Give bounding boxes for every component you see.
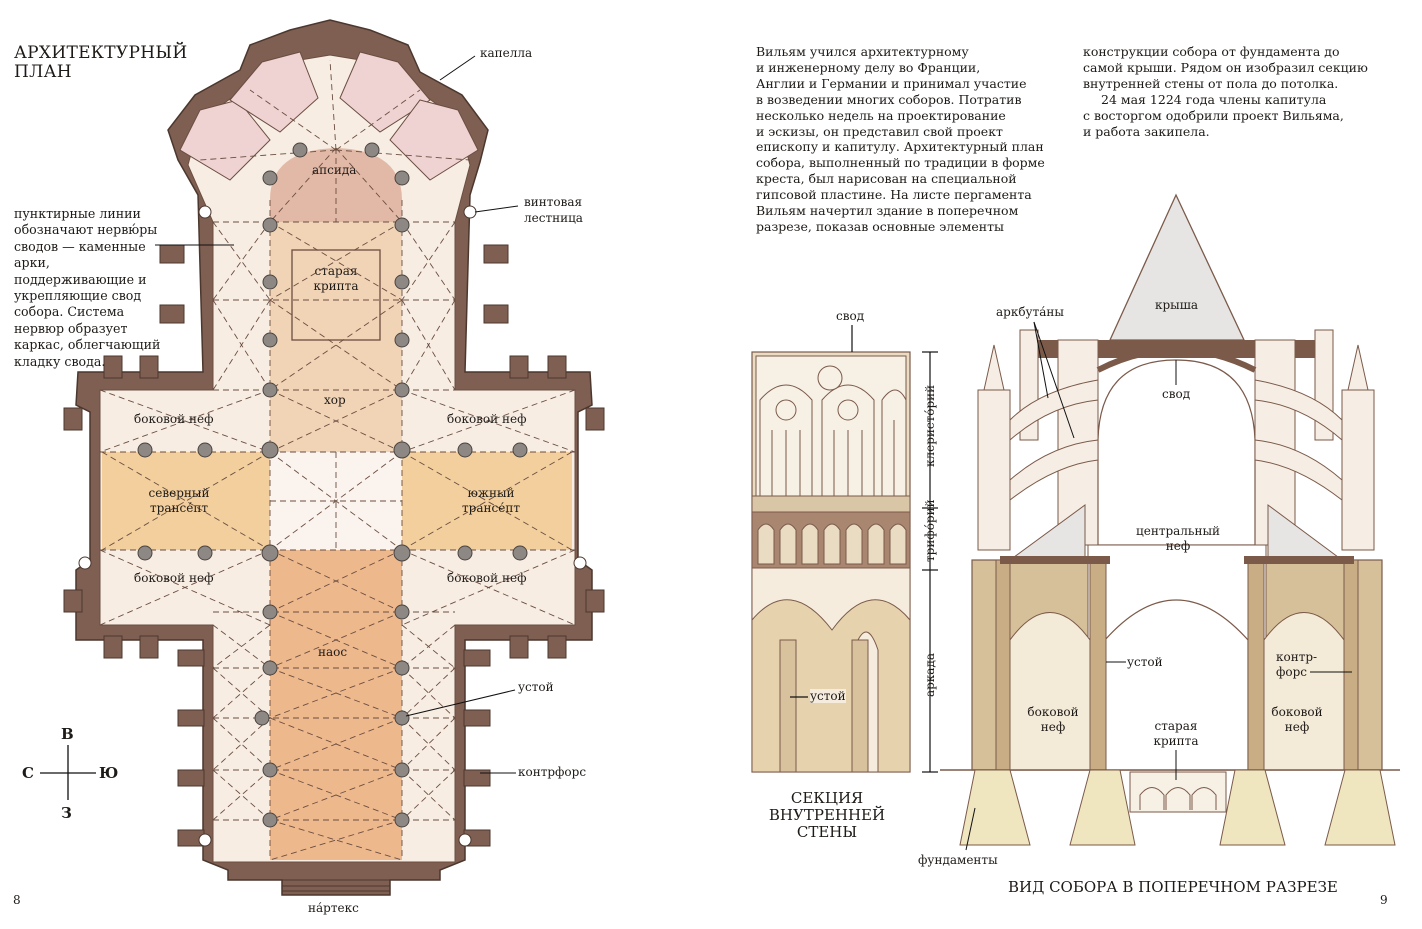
text-col1-line: Вильям начертил здание в поперечном bbox=[756, 203, 1019, 219]
label-side-nave-south-top: боковой неф bbox=[447, 412, 527, 426]
section-label-flying-buttresses: аркбута́ны bbox=[996, 305, 1064, 319]
section-label-buttress: контр- форс bbox=[1276, 650, 1320, 680]
buttress-line-2: форс bbox=[1276, 665, 1308, 679]
wall-caption-line-3: СТЕНЫ bbox=[796, 823, 858, 841]
label-old-crypt-line-1: старая bbox=[314, 264, 358, 278]
text-col1-line: Англии и Германии и принимал участие bbox=[756, 75, 1027, 91]
text-col2-line: 24 мая 1224 года члены капитула bbox=[1101, 91, 1327, 107]
apse-area bbox=[270, 148, 402, 222]
label-south-transept-line-1: южный bbox=[467, 486, 515, 500]
buttress-line-1: контр- bbox=[1276, 650, 1318, 664]
label-pier: устой bbox=[518, 680, 554, 694]
label-old-crypt: старая крипта bbox=[296, 264, 376, 294]
section-label-old-crypt: старая крипта bbox=[1140, 719, 1212, 749]
text-col1-line: разрезе, показав основные элементы bbox=[756, 218, 1004, 234]
text-col1-line: креста, был нарисован на специальной bbox=[756, 171, 1017, 187]
label-side-nave-south-bottom: боковой неф bbox=[447, 571, 527, 585]
section-label-roof: крыша bbox=[1155, 298, 1199, 312]
wall-label-triforium: трифо́рий bbox=[923, 499, 937, 562]
label-north-transept: северный трансе́пт bbox=[132, 486, 226, 516]
compass-east: Ю bbox=[99, 764, 119, 782]
section-old-crypt-line-2: крипта bbox=[1153, 734, 1199, 748]
label-side-nave-north-top: боковой неф bbox=[134, 412, 214, 426]
text-col2-line: и работа закипела. bbox=[1083, 123, 1210, 139]
wall-label-pier: устой bbox=[810, 689, 846, 703]
wall-caption-line-2: ВНУТРЕННЕЙ bbox=[768, 806, 886, 824]
choir-area bbox=[270, 222, 402, 452]
text-col1-line: епископу и капитулу. Архитектурный план bbox=[756, 139, 1044, 155]
wall-label-clerestory: клеристо́рий bbox=[923, 384, 937, 467]
section-old-crypt-line-1: старая bbox=[1154, 719, 1198, 733]
label-north-transept-line-2: трансе́пт bbox=[150, 501, 208, 515]
label-narthex: на́ртекс bbox=[308, 901, 359, 915]
text-col2-line: конструкции собора от фундамента до bbox=[1083, 44, 1340, 59]
compass-west: С bbox=[22, 764, 34, 782]
compass-south: З bbox=[61, 804, 72, 822]
text-col1-line: Вильям учился архитектурному bbox=[756, 44, 969, 59]
pier-dots bbox=[137, 142, 528, 828]
wall-section-caption: СЕКЦИЯ ВНУТРЕННЕЙ СТЕНЫ bbox=[752, 790, 902, 841]
cross-section-caption: ВИД СОБОРА В ПОПЕРЕЧНОМ РАЗРЕЗЕ bbox=[1008, 878, 1338, 896]
compass-north: В bbox=[61, 725, 74, 743]
text-col2-line: с восторгом одобрили проект Вильяма, bbox=[1083, 107, 1344, 123]
text-col2-line: внутренней стены от пола до потолка. bbox=[1083, 75, 1339, 91]
page-number-left: 8 bbox=[13, 893, 21, 907]
plan-title: АРХИТЕКТУРНЫЙ ПЛАН bbox=[14, 44, 204, 82]
section-label-side-nave-right: боковой неф bbox=[1268, 705, 1326, 735]
text-column-1: Вильям учился архитектурному и инженерно… bbox=[756, 44, 1045, 235]
label-choir: хор bbox=[324, 393, 346, 407]
text-col1-line: и эскизы, он представил свой проект bbox=[756, 123, 1003, 139]
page-number-right: 9 bbox=[1380, 893, 1388, 907]
label-spiral-stair-line-1: винтовая bbox=[524, 195, 583, 209]
inner-wall-section-drawing bbox=[751, 325, 938, 773]
text-col1-line: гипсовой пластине. На листе пергамента bbox=[756, 187, 1032, 203]
label-old-crypt-line-2: крипта bbox=[313, 279, 359, 293]
central-nave-line-2: неф bbox=[1165, 539, 1191, 553]
text-col2-line: самой крыши. Рядом он изобразил секцию bbox=[1083, 59, 1368, 75]
cathedral-floor-plan bbox=[40, 19, 605, 896]
text-col1-line: собора, выполненный по традиции в форме bbox=[756, 155, 1045, 171]
section-label-foundations: фундаменты bbox=[918, 853, 998, 867]
wall-label-vault: свод bbox=[836, 309, 865, 323]
side-nave-right-line-1: боковой bbox=[1271, 705, 1323, 719]
plan-title-line-2: ПЛАН bbox=[14, 62, 72, 82]
side-nave-left-line-2: неф bbox=[1040, 720, 1066, 734]
section-label-side-nave-left: боковой неф bbox=[1024, 705, 1082, 735]
label-south-transept-line-2: трансе́пт bbox=[462, 501, 520, 515]
label-apse: апсида bbox=[312, 163, 357, 177]
wall-label-arcade: аркада bbox=[923, 652, 937, 698]
text-col1-line: в возведении многих соборов. Потратив bbox=[756, 91, 1022, 107]
plan-title-line-1: АРХИТЕКТУРНЫЙ bbox=[14, 43, 188, 63]
roof-shape bbox=[1108, 193, 1246, 341]
text-col1-line: несколько недель на проектирование bbox=[756, 107, 1006, 123]
side-nave-left-line-1: боковой bbox=[1027, 705, 1079, 719]
label-naos: наос bbox=[318, 645, 348, 659]
text-column-2: конструкции собора от фундамента до само… bbox=[1083, 44, 1368, 139]
label-buttress: контрфорс bbox=[518, 765, 587, 779]
label-spiral-stair-line-2: лестница bbox=[524, 211, 583, 225]
section-label-vault: свод bbox=[1162, 387, 1191, 401]
label-chapel: капелла bbox=[480, 46, 533, 60]
label-spiral-stair: винтовая лестница bbox=[524, 194, 583, 226]
naos-area bbox=[270, 550, 402, 860]
cathedral-cross-section-drawing bbox=[940, 193, 1400, 851]
side-nave-right-line-2: неф bbox=[1284, 720, 1310, 734]
section-label-central-nave: центральный неф bbox=[1128, 524, 1228, 554]
label-south-transept: южный трансе́пт bbox=[444, 486, 538, 516]
central-nave-line-1: центральный bbox=[1136, 524, 1220, 538]
label-side-nave-north-bottom: боковой неф bbox=[134, 571, 214, 585]
text-col1-line: и инженерному делу во Франции, bbox=[756, 59, 981, 75]
rib-vault-note: пунктирные линии обозначают нервю́ры сво… bbox=[14, 206, 161, 369]
section-label-pier: устой bbox=[1127, 655, 1163, 669]
label-north-transept-line-1: северный bbox=[148, 486, 210, 500]
wall-caption-line-1: СЕКЦИЯ bbox=[790, 789, 864, 807]
